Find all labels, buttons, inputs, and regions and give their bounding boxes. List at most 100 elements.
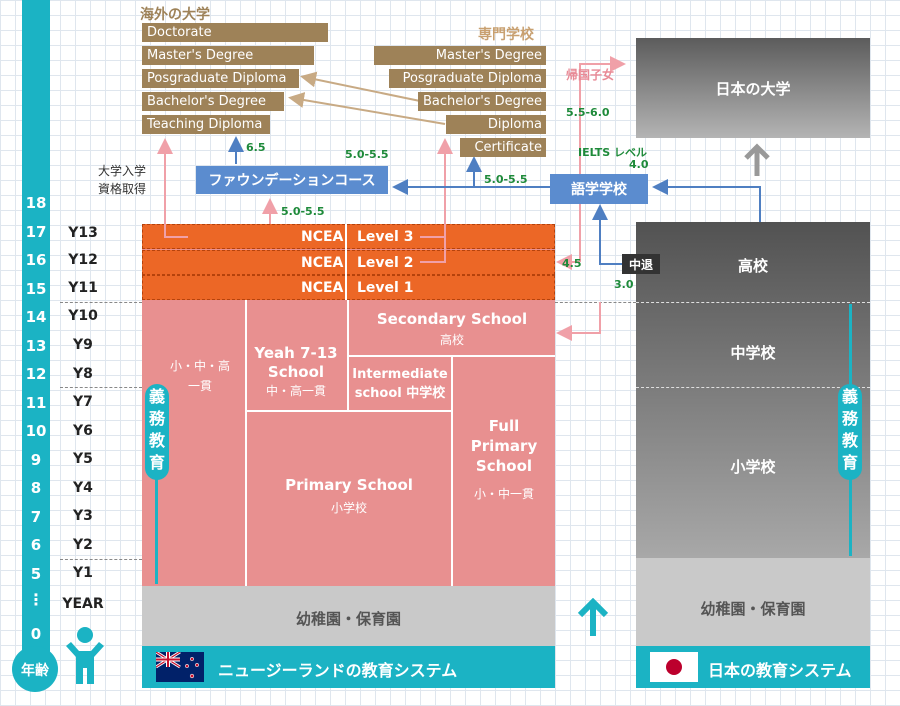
age-17: 17 xyxy=(25,223,47,241)
year-y5: Y5 xyxy=(73,451,93,467)
dropout-badge: 中退 xyxy=(622,254,660,274)
score-foundation-univ: 5.0-5.5 xyxy=(345,148,389,161)
year-y11: Y11 xyxy=(68,280,98,296)
age-5: 5 xyxy=(30,565,42,583)
vocational-posgraduate: Posgraduate Diploma xyxy=(389,69,546,88)
year-y2: Y2 xyxy=(73,537,93,553)
nz-flag-icon xyxy=(156,652,204,682)
ncea-level-1: NCEA Level 1 xyxy=(142,275,555,300)
divider xyxy=(245,410,451,412)
jp-footer-title: 日本の教育システム xyxy=(708,661,852,680)
score-dropout: 3.0 xyxy=(614,278,634,291)
up-arrow-icon xyxy=(744,143,770,176)
vocational-heading: 専門学校 xyxy=(478,27,534,43)
degree-masters: Master's Degree xyxy=(142,46,314,65)
year-y3: Y3 xyxy=(73,508,93,524)
guide-line xyxy=(60,559,142,560)
guide-line xyxy=(555,302,636,303)
year-label: YEAR xyxy=(62,596,104,612)
secondary-school-text: Secondary School 高校 xyxy=(376,310,528,347)
degree-teaching: Teaching Diploma xyxy=(142,115,270,134)
age-9: 9 xyxy=(30,451,42,469)
degree-posgraduate: Posgraduate Diploma xyxy=(142,69,299,88)
divider xyxy=(245,300,247,586)
year-y10: Y10 xyxy=(68,308,98,324)
nz-compulsory-label: 義 務 教 育 xyxy=(148,387,165,472)
nz-kindergarten-label: 幼稚園・保育園 xyxy=(295,610,401,628)
jp-divider xyxy=(636,387,870,388)
jp-university xyxy=(636,38,870,138)
score-language-vocational: 5.0-5.5 xyxy=(484,173,528,186)
jp-kindergarten-label: 幼稚園・保育園 xyxy=(700,600,806,618)
score-to-ncea: 4.5 xyxy=(562,257,582,270)
age-15: 15 xyxy=(25,280,47,298)
jp-elementary-label: 小学校 xyxy=(730,458,776,476)
age-label-badge xyxy=(12,646,58,692)
age-ellipsis: ⋮ xyxy=(28,590,44,609)
age-7: 7 xyxy=(30,508,42,526)
divider xyxy=(451,357,453,586)
returnee-label: 帰国子女 xyxy=(566,68,615,82)
guide-line xyxy=(60,302,142,303)
year-y4: Y4 xyxy=(73,480,93,496)
year-y7: Y7 xyxy=(73,394,93,410)
ncea-level-2: NCEA Level 2 xyxy=(142,250,555,275)
age-8: 8 xyxy=(30,479,42,497)
vocational-diploma: Diploma xyxy=(446,115,546,134)
vocational-certificate: Certificate xyxy=(460,138,546,157)
up-arrow-icon xyxy=(577,598,609,636)
year-y1: Y1 xyxy=(73,565,93,581)
jp-compulsory-badge xyxy=(838,384,862,480)
year-y8: Y8 xyxy=(73,366,93,382)
foundation-course-box: ファウンデーションコース xyxy=(196,166,388,194)
age-16: 16 xyxy=(25,251,47,269)
nz-footer xyxy=(142,646,555,688)
full-primary-school-text: Full Primary School 小・中一貫 xyxy=(470,417,538,501)
jp-flag-icon xyxy=(650,652,698,682)
nz-kindergarten xyxy=(142,586,555,646)
jp-divider xyxy=(636,302,870,303)
score-returnee: 5.5-6.0 xyxy=(566,106,610,119)
age-axis-bar xyxy=(22,0,50,680)
age-18: 18 xyxy=(25,194,47,212)
degree-bachelors: Bachelor's Degree xyxy=(142,92,284,111)
primary-school-text: Primary School 小学校 xyxy=(285,476,413,515)
degree-doctorate: Doctorate xyxy=(142,23,328,42)
jp-middle-school-label: 中学校 xyxy=(730,344,776,362)
jp-university-label: 日本の大学 xyxy=(715,80,791,98)
age-13: 13 xyxy=(25,337,47,355)
guide-line xyxy=(60,387,142,388)
divider xyxy=(347,355,555,357)
ncea-level-3: NCEA Level 3 xyxy=(142,224,555,249)
vocational-bachelors: Bachelor's Degree xyxy=(418,92,546,111)
nz-compulsory-line xyxy=(155,400,158,584)
jp-kindergarten xyxy=(636,558,870,646)
ncea-divider xyxy=(345,224,347,300)
ielts-label: IELTS レベル xyxy=(578,146,648,159)
score-ncea-foundation: 5.0-5.5 xyxy=(281,205,325,218)
vocational-masters: Master's Degree xyxy=(374,46,546,65)
child-person-icon xyxy=(66,627,104,684)
age-0: 0 xyxy=(30,625,42,643)
year-y13: Y13 xyxy=(68,225,98,241)
jp-compulsory-label: 義 務 教 育 xyxy=(841,387,858,472)
yeah713-school-text: Yeah 7-13 School 中・高一貫 xyxy=(254,344,338,398)
nz-compulsory-badge xyxy=(145,384,169,480)
composite-school-text: 小・中・高 一貫 xyxy=(169,359,230,393)
age-label: 年齢 xyxy=(21,663,49,679)
entrance-qual-label: 大学入学 資格取得 xyxy=(98,164,147,196)
age-12: 12 xyxy=(25,365,47,383)
language-school-box: 語学学校 xyxy=(550,174,648,204)
overseas-heading: 海外の大学 xyxy=(140,7,210,23)
year-y9: Y9 xyxy=(73,337,93,353)
year-y12: Y12 xyxy=(68,252,98,268)
jp-high-school-label: 高校 xyxy=(737,257,768,275)
intermediate-school-text: Intermediate school 中学校 xyxy=(352,367,448,401)
year-y6: Y6 xyxy=(73,423,93,439)
age-11: 11 xyxy=(25,394,47,412)
score-ielts: 4.0 xyxy=(629,158,649,171)
jp-school-block xyxy=(636,222,870,558)
nz-footer-title: ニュージーランドの教育システム xyxy=(218,661,458,680)
score-teaching: 6.5 xyxy=(246,141,266,154)
